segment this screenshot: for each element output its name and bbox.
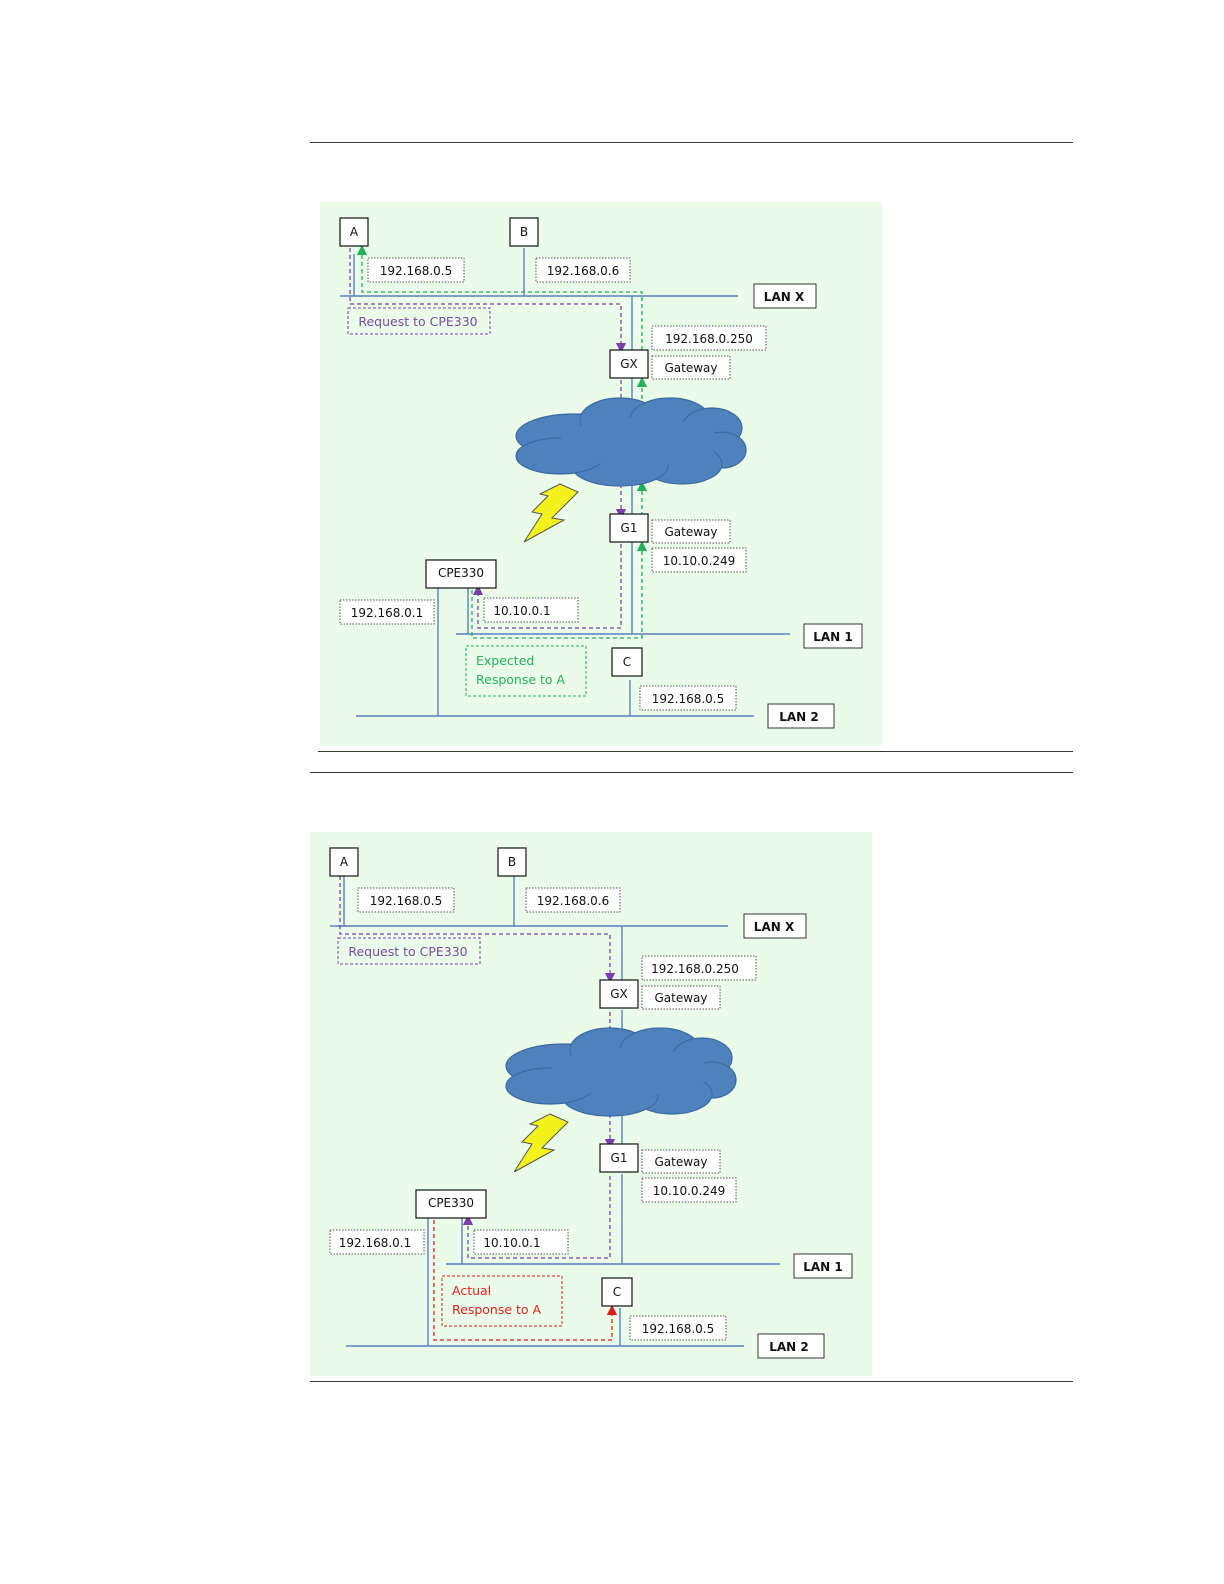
lan-label-boxes — [753, 283, 863, 729]
ip-g1: 10.10.0.249 — [663, 554, 736, 568]
lightning-bolt-icon — [523, 483, 579, 543]
request-label-box — [337, 937, 481, 965]
ip-a: 192.168.0.5 — [380, 264, 453, 278]
actual-label-box — [441, 1275, 563, 1327]
svg-text:G1: G1 — [611, 1151, 628, 1165]
network-lines — [340, 248, 790, 717]
svg-text:C: C — [613, 1285, 621, 1299]
node-cpe330: CPE330 — [425, 559, 497, 589]
svg-text:B: B — [508, 855, 516, 869]
g1-role: Gateway — [654, 1155, 707, 1169]
expected-label-line1: Expected — [476, 653, 534, 668]
svg-text:C: C — [623, 655, 631, 669]
node-gx: GX — [609, 349, 649, 379]
request-label-box — [347, 307, 491, 335]
node-g1: G1 — [609, 513, 649, 543]
actual-label-line2: Response to A — [452, 1302, 542, 1317]
svg-text:GX: GX — [610, 987, 628, 1001]
svg-text:GX: GX — [620, 357, 638, 371]
ip-b: 192.168.0.6 — [537, 894, 610, 908]
node-b: B — [509, 217, 539, 247]
request-label: Request to CPE330 — [348, 944, 467, 959]
gx-role: Gateway — [654, 991, 707, 1005]
node-a: A — [329, 847, 359, 877]
ip-b: 192.168.0.6 — [547, 264, 620, 278]
figure-expected-response: A B GX G1 CPE330 C 192.168.0.5 192.168.0… — [320, 202, 882, 746]
ip-cpe-lan2: 192.168.0.1 — [351, 606, 424, 620]
svg-text:A: A — [340, 855, 349, 869]
actual-response-path — [433, 1220, 618, 1341]
node-gx: GX — [599, 979, 639, 1009]
lan-1-label: LAN 1 — [813, 630, 853, 644]
node-c: C — [611, 647, 643, 677]
ip-cpe-lan2: 192.168.0.1 — [339, 1236, 412, 1250]
expected-label-box — [465, 645, 587, 697]
node-g1: G1 — [599, 1143, 639, 1173]
ip-g1: 10.10.0.249 — [653, 1184, 726, 1198]
svg-text:CPE330: CPE330 — [428, 1196, 474, 1210]
ip-gx: 192.168.0.250 — [651, 962, 739, 976]
svg-text:A: A — [350, 225, 359, 239]
ip-cpe-lan1: 10.10.0.1 — [483, 1236, 540, 1250]
svg-text:B: B — [520, 225, 528, 239]
node-c: C — [601, 1277, 633, 1307]
expected-label-line2: Response to A — [476, 672, 566, 687]
request-label: Request to CPE330 — [358, 314, 477, 329]
figure1-bottom-rule — [318, 751, 1073, 752]
g1-role: Gateway — [664, 525, 717, 539]
lan-x-label: LAN X — [764, 290, 805, 304]
internet-cloud — [515, 397, 747, 487]
request-path — [339, 876, 616, 1259]
lan-x-label: LAN X — [754, 920, 795, 934]
lan-1-label: LAN 1 — [803, 1260, 843, 1274]
internet-cloud — [505, 1027, 737, 1117]
top-rule — [310, 142, 1073, 143]
address-label-boxes — [329, 887, 757, 1341]
lan-label-boxes — [743, 913, 853, 1359]
request-path — [349, 248, 627, 629]
actual-label-line1: Actual — [452, 1283, 491, 1298]
figure2-top-rule — [310, 772, 1073, 773]
ip-c: 192.168.0.5 — [652, 692, 725, 706]
ip-cpe-lan1: 10.10.0.1 — [493, 604, 550, 618]
ip-a: 192.168.0.5 — [370, 894, 443, 908]
figure-actual-response: A B GX G1 CPE330 C 192.168.0.5 192.168.0… — [310, 832, 872, 1376]
ip-gx: 192.168.0.250 — [665, 332, 753, 346]
node-cpe330: CPE330 — [415, 1189, 487, 1219]
svg-text:CPE330: CPE330 — [438, 566, 484, 580]
ip-c: 192.168.0.5 — [642, 1322, 715, 1336]
svg-text:G1: G1 — [621, 521, 638, 535]
node-a: A — [339, 217, 369, 247]
network-lines — [330, 876, 780, 1347]
lan-2-label: LAN 2 — [779, 710, 819, 724]
address-label-boxes — [339, 257, 767, 711]
lan-2-label: LAN 2 — [769, 1340, 809, 1354]
figure2-bottom-rule — [310, 1381, 1073, 1382]
node-b: B — [497, 847, 527, 877]
lightning-bolt-icon — [513, 1113, 569, 1173]
gx-role: Gateway — [664, 361, 717, 375]
